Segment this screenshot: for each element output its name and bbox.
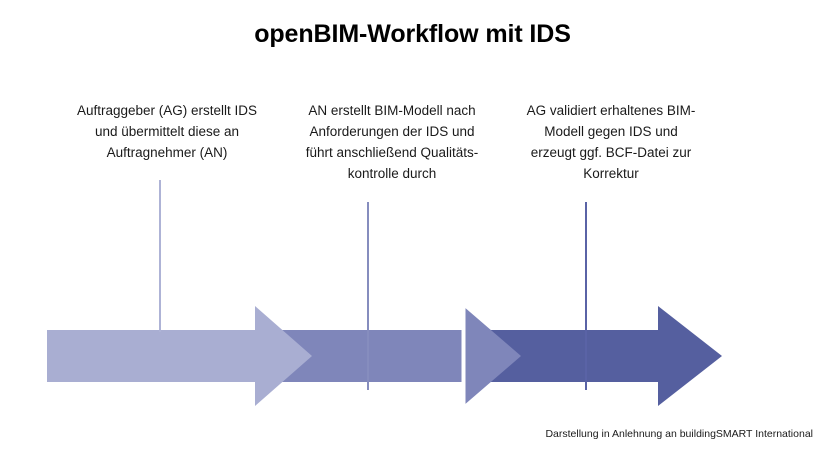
step-caption-2: AN erstellt BIM-Modell nach Anforderunge… <box>305 103 479 181</box>
connector-line-step-1 <box>159 180 161 332</box>
attribution-note: Darstellung in Anlehnung an buildingSMAR… <box>545 428 813 440</box>
workflow-arrow-1 <box>47 306 312 406</box>
page-title: openBIM-Workflow mit IDS <box>254 20 571 48</box>
connector-line-step-2 <box>367 202 369 390</box>
workflow-arrow-2 <box>263 306 521 406</box>
step-caption-1: Auftraggeber (AG) erstellt IDS und überm… <box>76 103 258 160</box>
step-caption-3: AG validiert erhaltenes BIM- Modell gege… <box>526 103 696 181</box>
arrow-gap-separator <box>461 303 466 409</box>
connector-line-step-3 <box>585 202 587 390</box>
